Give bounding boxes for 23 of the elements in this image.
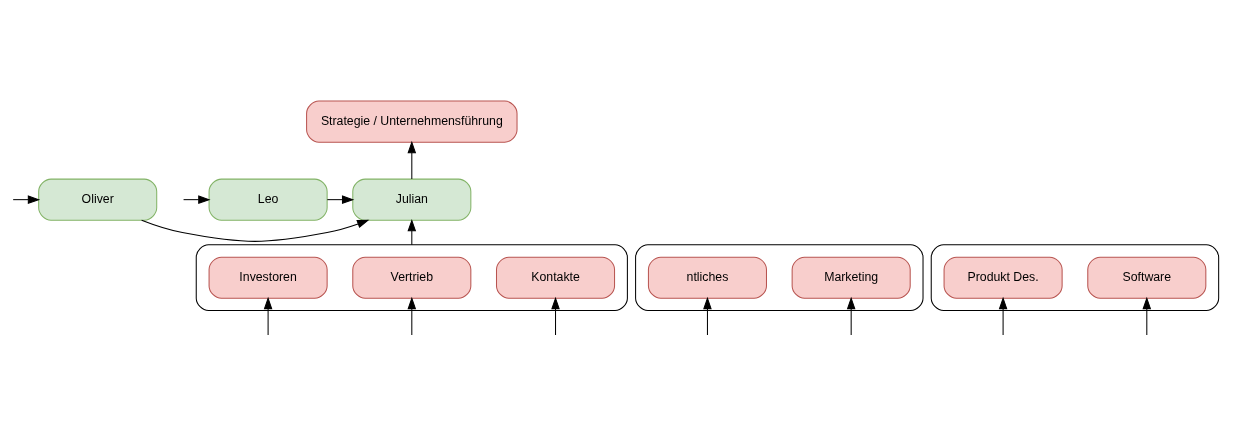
arrow bbox=[551, 296, 560, 335]
node-box: Oliver bbox=[38, 178, 158, 221]
node-box: ntliches bbox=[647, 256, 767, 299]
arrow bbox=[407, 296, 417, 335]
node-box: Produkt Des. bbox=[943, 256, 1063, 299]
arrow bbox=[407, 140, 417, 180]
node-box: Investoren bbox=[208, 256, 328, 299]
arrow bbox=[263, 296, 273, 335]
arrow bbox=[703, 296, 712, 335]
node-box: Leo bbox=[208, 178, 328, 221]
node-box: Julian bbox=[352, 178, 472, 221]
arrow bbox=[141, 219, 370, 242]
node-box: Marketing bbox=[791, 256, 911, 299]
node-box: Strategie / Unternehmensführung bbox=[306, 100, 518, 143]
node-box: Software bbox=[1087, 256, 1207, 299]
node-box: Kontakte bbox=[496, 256, 616, 299]
arrow bbox=[998, 296, 1008, 335]
arrow bbox=[1142, 296, 1152, 335]
arrow bbox=[407, 218, 417, 245]
arrow bbox=[12, 194, 41, 204]
arrow bbox=[846, 296, 856, 335]
node-box: Vertrieb bbox=[352, 256, 472, 299]
arrow bbox=[326, 194, 355, 204]
